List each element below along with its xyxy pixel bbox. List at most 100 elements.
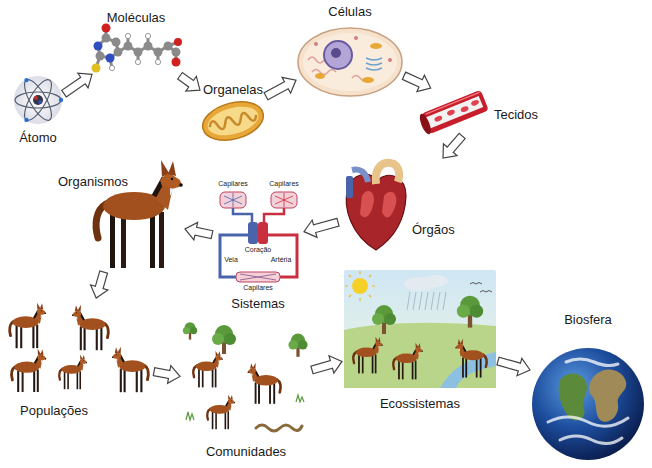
atom-figure-part: [38, 100, 42, 104]
community-figure-part: [186, 395, 304, 420]
cell-figure-part: [331, 48, 341, 58]
earth-figure-part: [589, 370, 626, 422]
ecosystem-figure: [344, 270, 496, 388]
molecule-figure-part: [125, 33, 130, 38]
circulatory-figure-part: [264, 208, 284, 222]
molecule-figure-part: [102, 34, 111, 43]
ecosystem-figure-part: [393, 343, 422, 380]
population-figure-part: [112, 347, 148, 392]
flow-arrow: [402, 72, 430, 91]
heart-figure-part: [382, 192, 396, 218]
circulatory-figure-part: [258, 222, 268, 244]
molecule-figure-part: [145, 33, 150, 38]
level-node: Sistemas: [212, 178, 304, 311]
circulatory-figure-part: [220, 235, 248, 277]
molecule-figure-part: [155, 59, 160, 64]
population-figure: [10, 303, 149, 392]
molecule-figure-part: [106, 54, 115, 63]
flow-arrow: [153, 366, 180, 384]
tissue-figure-part: [460, 105, 469, 113]
ecosystem-figure-part: [455, 339, 486, 378]
molecule-figure-part: [102, 24, 111, 33]
level-node: Tecidos: [418, 88, 548, 136]
ecosystem-figure-part: [424, 275, 448, 287]
organism-figure: [96, 160, 183, 268]
population-figure-part: [59, 355, 87, 390]
mitochondrion-figure-part: [205, 102, 262, 141]
circulatory-figure-part: [268, 235, 297, 277]
tissue-figure-part: [425, 96, 483, 129]
molecule-figure-part: [114, 48, 123, 57]
level-node: Moléculas: [92, 6, 180, 82]
atom-figure-part: [24, 78, 28, 82]
flow-arrow: [497, 357, 530, 375]
tissue-figure-part: [418, 112, 434, 135]
level-node: Organelas: [200, 80, 266, 148]
circulatory-figure-part: [233, 208, 252, 222]
label-slot: Organelas: [200, 80, 266, 98]
level-node: Biosfera: [530, 310, 646, 462]
label-slot: Moléculas: [92, 8, 180, 26]
label-slot: Sistemas: [212, 294, 304, 312]
molecule-figure-part: [96, 52, 105, 61]
cell-figure-part: [303, 33, 397, 91]
circulatory-figure-part: [220, 192, 246, 208]
molecule-figure-part: [94, 42, 103, 51]
molecule-figure-part: [134, 48, 143, 57]
molecule-figure-part: [172, 58, 181, 67]
diagram-label: Artéria: [270, 256, 293, 264]
cell-figure: [298, 28, 402, 96]
circulatory-figure-part: [240, 274, 276, 280]
ecosystem-figure-part: [457, 296, 483, 328]
heart-figure-part: [346, 174, 406, 250]
circulatory-figure-part: [224, 193, 242, 207]
community-figure-part: [288, 334, 307, 357]
earth-figure-part: [559, 373, 587, 420]
community-figure-part: [212, 325, 236, 354]
heart-figure: [346, 163, 406, 250]
atom-figure-part: [14, 76, 62, 124]
molecule-figure-part: [144, 42, 153, 51]
level-node: Células: [296, 2, 404, 100]
ecosystem-figure-part: [344, 270, 496, 388]
molecule-figure-part: [164, 42, 173, 51]
circulatory-figure-part: [271, 192, 297, 208]
molecule-figure-part: [124, 42, 133, 51]
heart-figure-part: [376, 163, 399, 184]
atom-figure-part: [20, 76, 57, 124]
level-node: Organismos: [55, 158, 185, 272]
tissue-figure-part: [426, 92, 480, 114]
community-figure: [183, 322, 308, 431]
flow-arrow: [443, 133, 465, 158]
ecosystem-figure-part: [372, 305, 396, 334]
level-label: Moléculas: [107, 10, 166, 25]
level-node: Populações: [4, 298, 154, 418]
cell-figure-part: [354, 36, 358, 40]
molecule-figure: [92, 24, 183, 73]
level-label: Ecossistemas: [380, 396, 460, 411]
community-figure-part: [207, 395, 235, 430]
atom-figure-part: [15, 92, 61, 108]
label-slot: Átomo: [12, 128, 64, 146]
circulatory-figure-part: [275, 193, 293, 207]
tissue-figure-part: [446, 109, 455, 117]
cell-figure-part: [324, 41, 352, 69]
circulatory-figure-part: [248, 222, 258, 244]
tissue-figure-part: [470, 99, 479, 107]
atom-figure-part: [33, 95, 43, 105]
label-slot: Tecidos: [494, 105, 548, 123]
population-figure-part: [12, 349, 47, 392]
heart-figure-part: [360, 191, 374, 217]
cell-figure-part: [315, 73, 325, 79]
atom-figure: [14, 76, 63, 124]
community-figure-part: [193, 351, 222, 388]
heart-figure-part: [352, 170, 368, 183]
earth-figure-part: [532, 348, 644, 460]
level-node: Ecossistemas: [342, 268, 498, 411]
level-node: Átomo: [12, 78, 64, 145]
diagram-label: Capilares: [268, 180, 300, 188]
label-slot: Órgãos: [412, 220, 468, 238]
